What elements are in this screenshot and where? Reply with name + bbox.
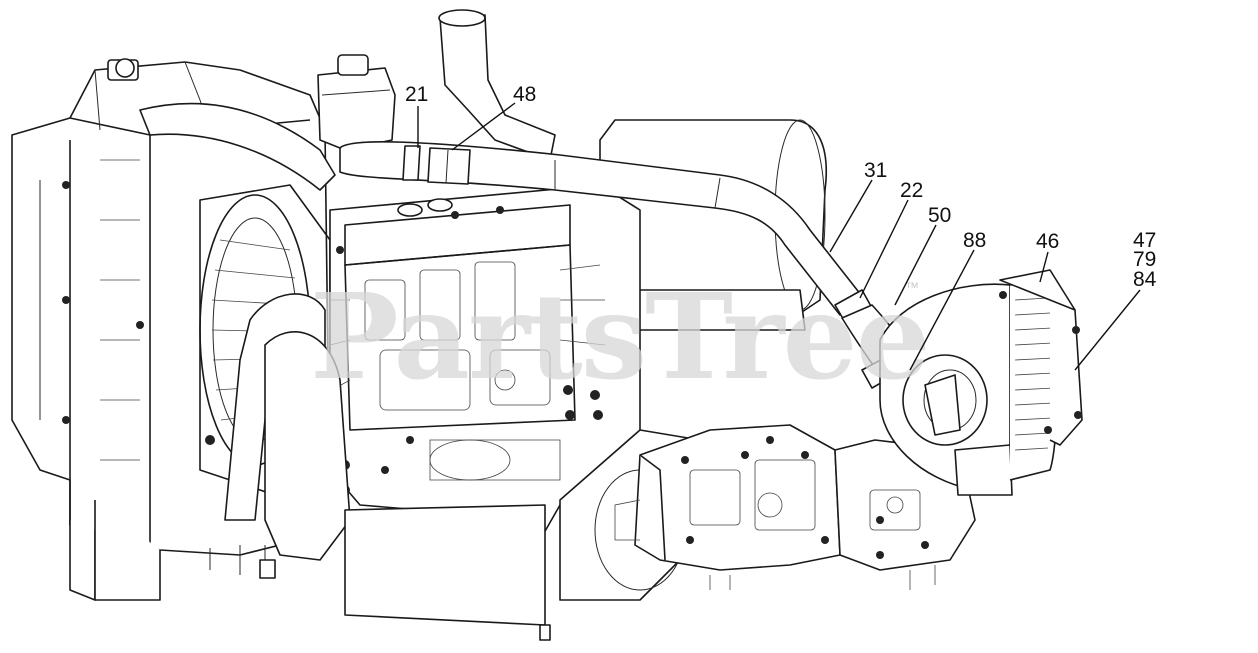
callout-48: 48 (513, 83, 536, 106)
callout-31: 31 (864, 159, 887, 182)
callout-22: 22 (900, 179, 923, 202)
leader-22 (859, 199, 909, 299)
air-cleaner-housing (879, 281, 1059, 496)
callout-50: 50 (928, 204, 951, 227)
callout-labels: 21 48 31 22 50 88 46 47 79 84 (405, 83, 1157, 291)
air-cleaner-end-cap (999, 269, 1083, 446)
hose-clamp-21 (402, 145, 421, 181)
callout-79: 79 (1133, 248, 1156, 271)
leader-46 (1039, 251, 1049, 283)
lower-mount-plate (209, 504, 551, 641)
watermark: PartsTree (310, 267, 929, 406)
callout-21: 21 (405, 83, 428, 106)
callout-46: 46 (1036, 230, 1059, 253)
leader-48 (451, 102, 516, 151)
callout-88: 88 (963, 229, 986, 252)
coolant-reservoir (317, 54, 396, 151)
callout-84: 84 (1133, 268, 1157, 291)
leader-88 (909, 249, 975, 371)
callout-47: 47 (1133, 229, 1156, 252)
exhaust-stack (438, 9, 556, 161)
leader-lines (417, 102, 1141, 371)
leader-31 (829, 179, 873, 253)
engine-block (329, 184, 641, 600)
upper-coolant-hose (139, 102, 336, 191)
watermark-trademark: ™ (905, 279, 919, 295)
leader-50 (894, 224, 937, 306)
leader-47-79-84 (1074, 289, 1141, 371)
coupling-48 (427, 147, 471, 185)
